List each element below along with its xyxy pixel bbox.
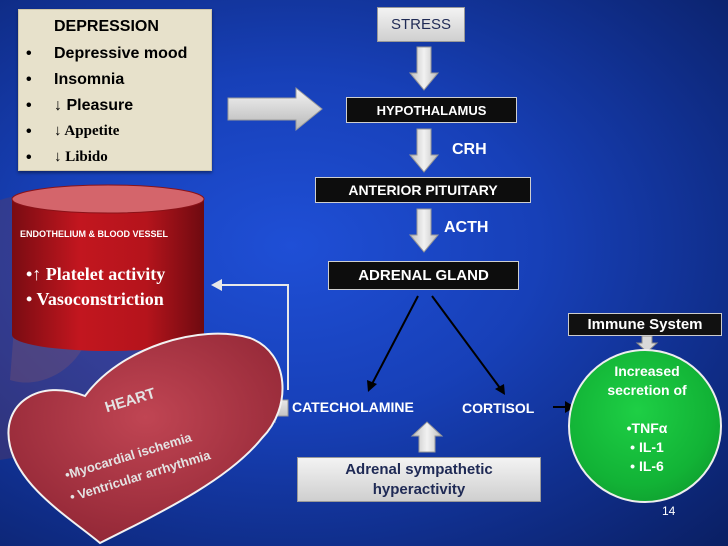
up-arrow-icon	[410, 421, 444, 453]
catecholamine-label: CATECHOLAMINE	[292, 399, 414, 415]
depression-item: • ↓ Libido	[19, 149, 211, 173]
immune-line-2: secretion of	[607, 382, 687, 398]
page-number: 14	[662, 504, 676, 518]
hypothalamus-box: HYPOTHALAMUS	[346, 97, 517, 123]
stress-box: STRESS	[377, 7, 465, 42]
connector-line	[431, 295, 501, 389]
arrowhead-icon	[367, 380, 377, 392]
down-arrow-icon	[635, 335, 659, 353]
endothelium-item: •↑ Platelet activity	[26, 264, 166, 284]
arrowhead-icon	[211, 279, 222, 291]
connector-line	[371, 295, 419, 385]
endothelium-title: ENDOTHELIUM & BLOOD VESSEL	[20, 229, 169, 239]
adrenal-gland-box: ADRENAL GLAND	[328, 261, 519, 290]
heart-shape	[7, 332, 284, 545]
bullet: •	[26, 45, 32, 62]
bullet: •	[26, 123, 32, 140]
endothelium-item: • Vasoconstriction	[26, 289, 164, 309]
right-arrow-icon	[227, 86, 323, 132]
depression-item-label: ↓ Pleasure	[54, 97, 134, 114]
depression-item: • ↓ Appetite	[19, 123, 211, 147]
bullet: •	[26, 71, 32, 88]
depression-item: • Depressive mood	[19, 45, 211, 69]
anterior-pituitary-box: ANTERIOR PITUITARY	[315, 177, 531, 203]
arrowhead-icon	[495, 384, 505, 395]
acth-label: ACTH	[444, 219, 489, 236]
cytokine-item: •TNFα	[626, 420, 668, 436]
cortisol-label: CORTISOL	[462, 400, 535, 416]
depression-box: DEPRESSION • Depressive mood • Insomnia …	[18, 9, 212, 171]
endothelium-cylinder	[11, 184, 205, 351]
down-arrow-icon	[408, 128, 440, 173]
crh-label: CRH	[452, 141, 487, 158]
immune-line-1: Increased	[614, 363, 680, 379]
depression-item: • Insomnia	[19, 71, 211, 95]
depression-item-label: Depressive mood	[54, 45, 188, 62]
sympathetic-line-1: Adrenal sympathetic	[345, 460, 493, 478]
bullet: •	[26, 149, 32, 166]
cytokine-item: • IL-6	[630, 458, 664, 474]
depression-item-label: Insomnia	[54, 71, 125, 88]
sympathetic-line-2: hyperactivity	[372, 480, 466, 498]
bullet: •	[26, 97, 32, 114]
depression-item: • ↓ Pleasure	[19, 97, 211, 121]
depression-item-label: ↓ Libido	[54, 149, 108, 165]
adrenal-sympathetic-box: Adrenal sympathetic hyperactivity	[297, 457, 541, 502]
immune-system-box: Immune System	[568, 313, 722, 336]
down-arrow-icon	[408, 46, 440, 91]
immune-circle: Increased secretion of •TNFα • IL-1 • IL…	[568, 349, 722, 503]
cytokine-item: • IL-1	[630, 439, 664, 455]
depression-item-label: ↓ Appetite	[54, 123, 120, 139]
down-arrow-icon	[408, 208, 440, 253]
connector-line	[218, 284, 289, 390]
depression-title: DEPRESSION	[54, 18, 159, 35]
